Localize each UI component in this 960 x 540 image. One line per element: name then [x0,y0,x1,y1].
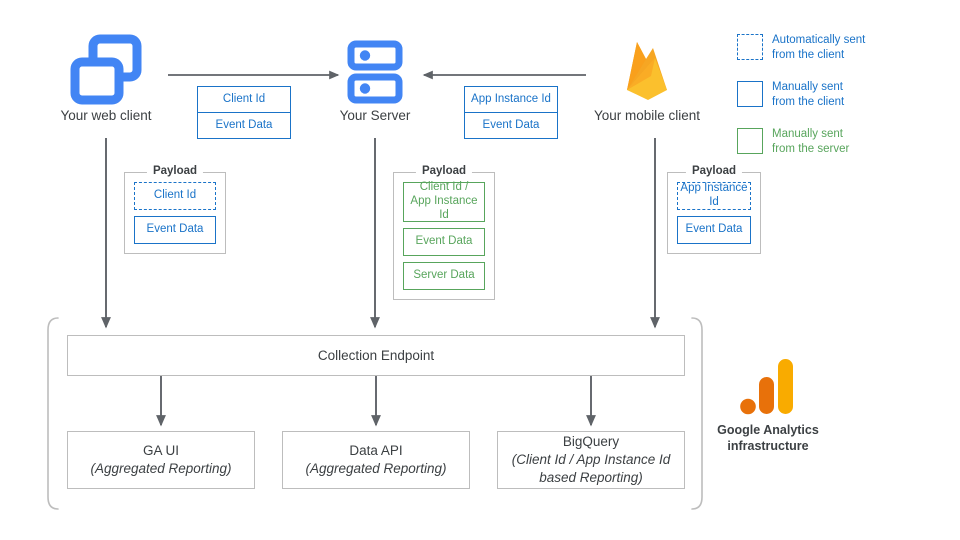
payload-server: Payload Client Id / App Instance Id Even… [393,165,495,300]
collection-endpoint-box: Collection Endpoint [67,335,685,376]
payload-mobile: Payload App Instance Id Event Data [667,165,761,254]
legend-item-manual-client: Manually sent from the client [737,80,952,111]
server-racks-icon [347,40,403,104]
payload-web-item-client-id: Client Id [134,182,216,210]
destination-bigquery-subtitle: (Client Id / App Instance Id based Repor… [511,452,671,485]
bracket-right [691,317,703,510]
collection-endpoint-label: Collection Endpoint [317,347,435,363]
payload-mobile-item-app-instance-id: App Instance Id [677,182,751,210]
legend-swatch-solid-green [737,127,763,154]
destination-ga-ui-title: GA UI [142,443,179,459]
payload-server-item-server-data: Server Data [403,262,485,290]
mobile-client-label: Your mobile client [593,108,701,123]
bracket-left [47,317,59,510]
payload-server-item-event-data: Event Data [403,228,485,256]
destination-data-api: Data API (Aggregated Reporting) [282,431,470,489]
mobile-client-node: Your mobile client [592,36,702,123]
chip-mobile-app-instance-id: App Instance Id [464,86,558,113]
legend: Automatically sent from the client Manua… [737,33,952,157]
legend-swatch-solid-blue [737,80,763,107]
legend-item-manual-server: Manually sent from the server [737,127,952,158]
web-client-node: Your web client [56,34,156,123]
payload-server-item-ids: Client Id / App Instance Id [403,181,485,222]
server-label: Your Server [339,108,411,123]
destination-bigquery-title: BigQuery [562,434,620,450]
legend-swatch-dashed-blue [737,34,763,60]
chip-mobile-event-data: Event Data [464,112,558,139]
payload-web-item-event-data: Event Data [134,216,216,244]
server-node: Your Server [330,40,420,123]
web-client-label: Your web client [60,108,152,123]
payload-server-title: Payload [415,165,473,177]
ga-infrastructure-label: Google Analytics infrastructure [717,423,819,454]
payload-web: Payload Client Id Event Data [124,165,226,254]
legend-label-manual-client: Manually sent from the client [772,80,845,109]
chip-web-client-id: Client Id [197,86,291,113]
firebase-flame-icon [627,42,667,100]
browser-windows-icon [70,34,142,105]
destination-data-api-title: Data API [349,443,403,459]
legend-item-auto-client: Automatically sent from the client [737,33,952,64]
destination-bigquery: BigQuery (Client Id / App Instance Id ba… [497,431,685,489]
destination-data-api-subtitle: (Aggregated Reporting) [305,461,447,476]
google-analytics-logo [740,359,793,415]
ga-infrastructure-brand: Google Analytics infrastructure [706,358,830,455]
payload-mobile-item-event-data: Event Data [677,216,751,244]
payload-web-title: Payload [146,165,204,177]
legend-label-manual-server: Manually sent from the server [772,127,850,156]
chip-web-event-data: Event Data [197,112,291,139]
payload-mobile-title: Payload [685,165,743,177]
destination-ga-ui-subtitle: (Aggregated Reporting) [90,461,232,476]
destination-ga-ui: GA UI (Aggregated Reporting) [67,431,255,489]
legend-label-auto-client: Automatically sent from the client [772,34,866,62]
